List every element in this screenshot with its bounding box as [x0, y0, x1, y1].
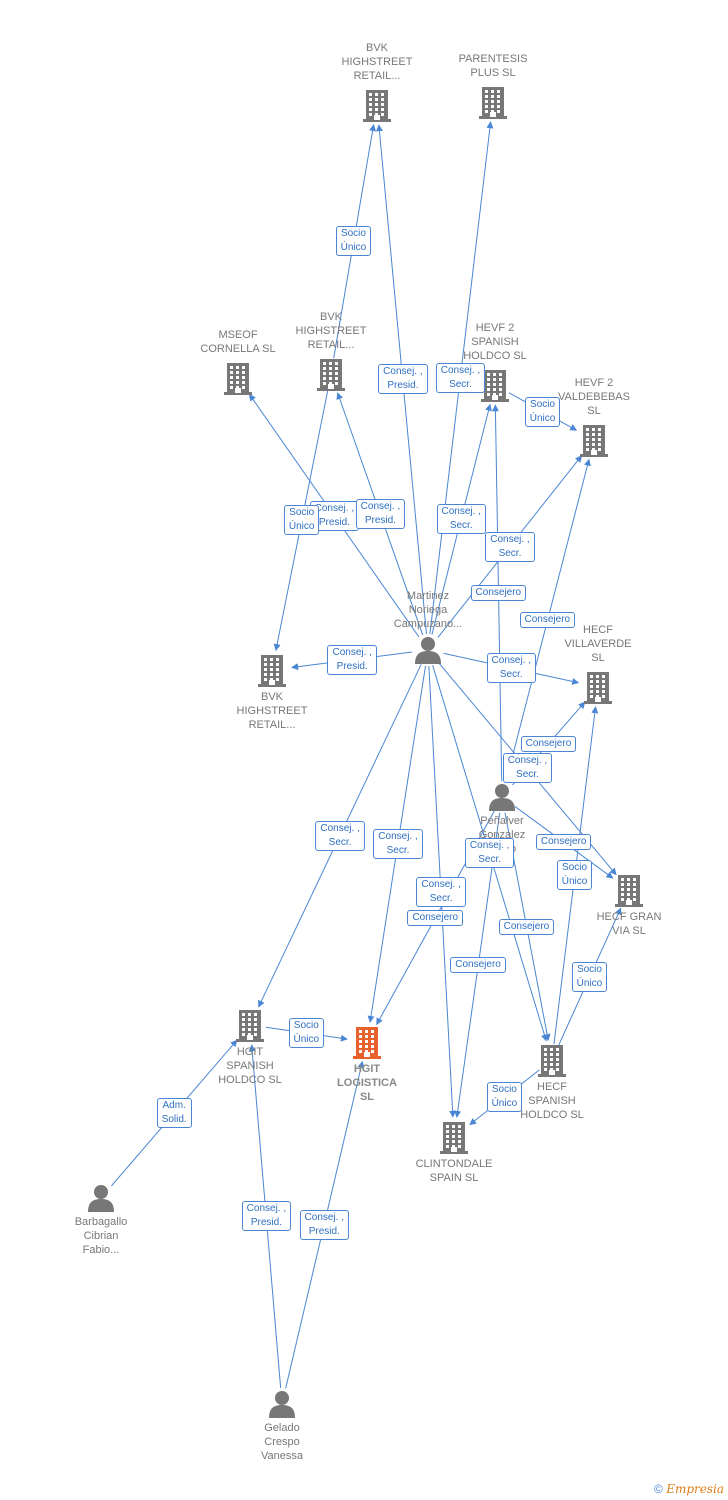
person-node-gelado[interactable]: Gelado Crespo Vanessa [222, 1389, 342, 1463]
node-label: HECF SPANISH HOLDCO SL [520, 1081, 584, 1121]
person-icon [88, 1185, 114, 1212]
edge-label[interactable]: Consej. , Presid. [241, 1201, 292, 1232]
edge-label[interactable]: Consej. , Presid. [327, 644, 377, 675]
building-icon [224, 363, 252, 395]
company-node-hecf-villaverde[interactable]: HECF VILLAVERDE SL [538, 623, 658, 705]
node-label: HGIT LOGISTICA SL [337, 1063, 397, 1103]
footer: © Empresia [654, 1482, 724, 1496]
company-node-hecf-granvia[interactable]: HECF GRAN VIA SL [569, 872, 689, 938]
edge-label[interactable]: Consejero [407, 909, 464, 926]
edge-label[interactable]: Consejero [498, 918, 555, 935]
edge-label[interactable]: Adm. Solid. [156, 1098, 192, 1128]
edge-label[interactable]: Consej. , Secr. [416, 876, 466, 907]
node-label: PARENTESIS PLUS SL [458, 53, 528, 79]
node-label: Martinez Noriega Campuzano... [393, 590, 463, 630]
edge-label[interactable]: Consej. , Secr. [486, 653, 536, 684]
edge-label[interactable]: Consejero [535, 834, 592, 851]
edge-label[interactable]: Socio Único [288, 1018, 325, 1049]
brand-logo[interactable]: Empresia [666, 1482, 724, 1496]
edge-label[interactable]: Socio Único [486, 1082, 523, 1113]
building-icon [580, 425, 608, 457]
building-icon [317, 359, 345, 391]
person-icon [269, 1391, 295, 1418]
person-icon [415, 637, 441, 664]
node-label: HGIT SPANISH HOLDCO SL [218, 1046, 282, 1086]
company-node-mseof[interactable]: MSEOF CORNELLA SL [178, 328, 298, 396]
edge-label[interactable]: Socio Único [524, 396, 561, 427]
building-icon [440, 1122, 468, 1154]
edge-label[interactable]: Consejero [520, 735, 577, 752]
company-node-hgit-spanish[interactable]: HGIT SPANISH HOLDCO SL [190, 1007, 310, 1087]
edge-label[interactable]: Consej. , Presid. [299, 1209, 349, 1240]
company-node-bvk-mid[interactable]: BVK HIGHSTREET RETAIL... [271, 310, 391, 392]
building-icon [615, 875, 643, 907]
edge-label[interactable]: Consej. , Secr. [315, 820, 365, 851]
edge-label[interactable]: Socio Único [335, 226, 372, 257]
node-label: BVK HIGHSTREET RETAIL... [236, 691, 308, 731]
building-icon [481, 370, 509, 402]
company-node-hgit-logistica[interactable]: HGIT LOGISTICA SL [307, 1024, 427, 1104]
node-label: CLINTONDALE SPAIN SL [415, 1158, 493, 1184]
node-label: HECF VILLAVERDE SL [564, 624, 632, 664]
node-label: HEVF 2 VALDEBEBAS SL [558, 377, 630, 417]
node-label: MSEOF CORNELLA SL [200, 329, 276, 355]
edge-label[interactable]: Consejero [519, 612, 576, 629]
edge-label[interactable]: Consej. , Secr. [436, 504, 486, 535]
copyright-mark: © [654, 1482, 663, 1496]
company-node-bvk-top[interactable]: BVK HIGHSTREET RETAIL... [317, 41, 437, 123]
company-node-parentesis[interactable]: PARENTESIS PLUS SL [433, 52, 553, 120]
node-label: BVK HIGHSTREET RETAIL... [341, 42, 413, 82]
edge-label[interactable]: Consej. , Secr. [485, 531, 535, 562]
company-node-bvk-low[interactable]: BVK HIGHSTREET RETAIL... [212, 652, 332, 732]
building-icon [479, 87, 507, 119]
node-label: BVK HIGHSTREET RETAIL... [295, 311, 367, 351]
edge-label[interactable]: Socio Único [283, 505, 320, 536]
company-node-hevf-valdebebas[interactable]: HEVF 2 VALDEBEBAS SL [534, 376, 654, 458]
building-icon [538, 1045, 566, 1077]
person-node-barbagallo[interactable]: Barbagallo Cibrian Fabio... [41, 1183, 161, 1257]
edge-label[interactable]: Consej. , Secr. [464, 838, 515, 869]
edge-label[interactable]: Consej. , Secr. [373, 829, 423, 860]
building-icon [353, 1027, 381, 1059]
person-icon [489, 784, 515, 811]
company-node-hecf-spanish[interactable]: HECF SPANISH HOLDCO SL [492, 1042, 612, 1122]
edge-label[interactable]: Consejero [450, 957, 506, 974]
node-label: Gelado Crespo Vanessa [261, 1422, 303, 1462]
node-label: Barbagallo Cibrian Fabio... [74, 1216, 128, 1256]
building-icon [236, 1010, 264, 1042]
company-node-hevf-spanish[interactable]: HEVF 2 SPANISH HOLDCO SL [435, 321, 555, 403]
edge-label[interactable]: Consej. , Presid. [378, 364, 428, 395]
building-icon [258, 655, 286, 687]
company-node-clintondale[interactable]: CLINTONDALE SPAIN SL [394, 1119, 514, 1185]
building-icon [584, 672, 612, 704]
node-label: HECF GRAN VIA SL [596, 911, 662, 937]
person-node-martinez[interactable]: Martinez Noriega Campuzano... [368, 589, 488, 665]
node-label: HEVF 2 SPANISH HOLDCO SL [463, 322, 527, 362]
edge-label[interactable]: Socio Único [556, 860, 593, 891]
edge-label[interactable]: Consejero [470, 584, 527, 601]
edge-label[interactable]: Socio Único [571, 961, 608, 992]
edge-label[interactable]: Consej. , Secr. [502, 753, 553, 784]
building-icon [363, 90, 391, 122]
edge-label[interactable]: Consej. , Presid. [355, 498, 406, 529]
edge-label[interactable]: Consej. , Secr. [435, 362, 486, 393]
